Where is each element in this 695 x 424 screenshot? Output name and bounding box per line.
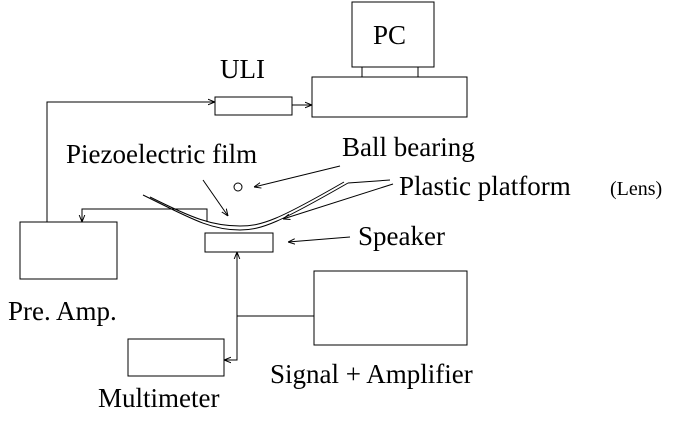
pre-amp-label: Pre. Amp. (8, 296, 117, 326)
ball-bearing-label: Ball bearing (342, 132, 475, 162)
piezoelectric-film-curve (149, 181, 345, 227)
speaker-pointer (288, 236, 351, 242)
uli-box (214, 96, 293, 116)
signal-amplifier-box (313, 270, 468, 346)
multimeter-box (127, 338, 225, 377)
platform-arm (347, 179, 391, 184)
piezo-film-pointer (202, 179, 228, 216)
speaker-label: Speaker (358, 221, 445, 251)
signal-multimeter-wire (224, 316, 238, 360)
piezoelectric-film-label: Piezoelectric film (66, 139, 257, 169)
pc-label: PC (373, 20, 406, 50)
signal-speaker-wire (237, 252, 314, 317)
signal-amplifier-label: Signal + Amplifier (270, 359, 473, 389)
film-preamp-wire (82, 208, 208, 222)
pc-monitor (351, 1, 435, 68)
pc-base (311, 76, 468, 118)
uli-label: ULI (220, 54, 265, 84)
plastic-platform-label: Plastic platform (399, 171, 571, 201)
ball-bearing (233, 182, 243, 192)
preamp-uli-wire (46, 102, 215, 222)
speaker-box (204, 232, 274, 253)
pc-stand (361, 66, 419, 78)
pre-amp-box (19, 221, 118, 280)
plastic-platform-lens (142, 182, 349, 231)
plastic-platform-pointer (283, 183, 394, 219)
multimeter-label: Multimeter (98, 383, 219, 413)
ball-bearing-pointer (254, 165, 341, 187)
lens-label: (Lens) (610, 178, 662, 200)
